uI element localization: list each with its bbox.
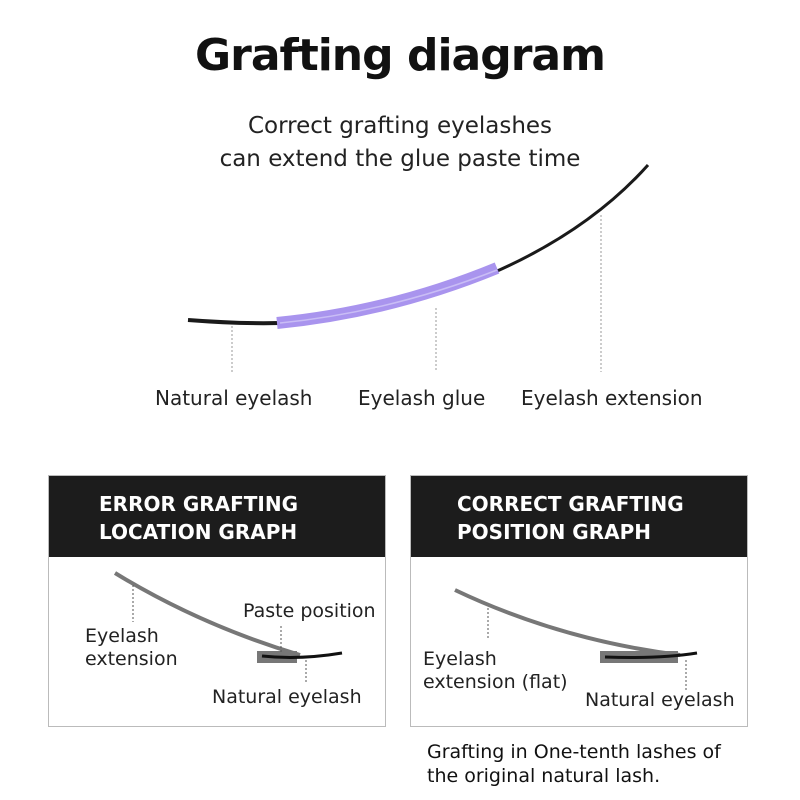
note-line: Grafting in One-tenth lashes of	[427, 741, 721, 763]
note-line: the original natural lash.	[427, 765, 661, 787]
label-line: extension	[85, 648, 178, 670]
main-lash	[187, 164, 650, 329]
heading-line: LOCATION GRAPH	[99, 520, 298, 544]
page-title: Grafting diagram	[195, 30, 606, 81]
paste-position-label: Paste position	[243, 600, 376, 622]
correct-natural-label: Natural eyelash	[585, 689, 735, 711]
label-eyelash-glue: Eyelash glue	[358, 386, 486, 410]
label-line: Eyelash	[423, 648, 497, 670]
label-eyelash-extension: Eyelash extension	[521, 386, 703, 410]
heading-line: CORRECT GRAFTING	[457, 492, 684, 516]
label-natural-eyelash: Natural eyelash	[155, 386, 313, 410]
subtitle-line-1: Correct grafting eyelashes	[247, 113, 553, 139]
error-natural-label: Natural eyelash	[212, 686, 362, 708]
correct-panel-heading: CORRECT GRAFTING POSITION GRAPH	[411, 476, 747, 557]
grafting-note: Grafting in One-tenth lashes of the orig…	[427, 740, 721, 788]
label-line: extension (flat)	[423, 671, 568, 693]
heading-line: ERROR GRAFTING	[99, 492, 299, 516]
label-line: Eyelash	[85, 625, 159, 647]
error-lash	[113, 571, 343, 663]
subtitle-line-2: can extend the glue paste time	[219, 146, 581, 172]
correct-panel: CORRECT GRAFTING POSITION GRAPH	[410, 475, 748, 727]
error-panel: ERROR GRAFTING LOCATION GRAPH	[48, 475, 386, 727]
heading-line: POSITION GRAPH	[457, 520, 651, 544]
error-panel-heading: ERROR GRAFTING LOCATION GRAPH	[49, 476, 385, 557]
correct-lash	[454, 588, 698, 663]
glue-band	[276, 262, 500, 329]
correct-extension-label: Eyelash extension (flat)	[423, 648, 568, 694]
error-extension-label: Eyelash extension	[85, 625, 178, 671]
